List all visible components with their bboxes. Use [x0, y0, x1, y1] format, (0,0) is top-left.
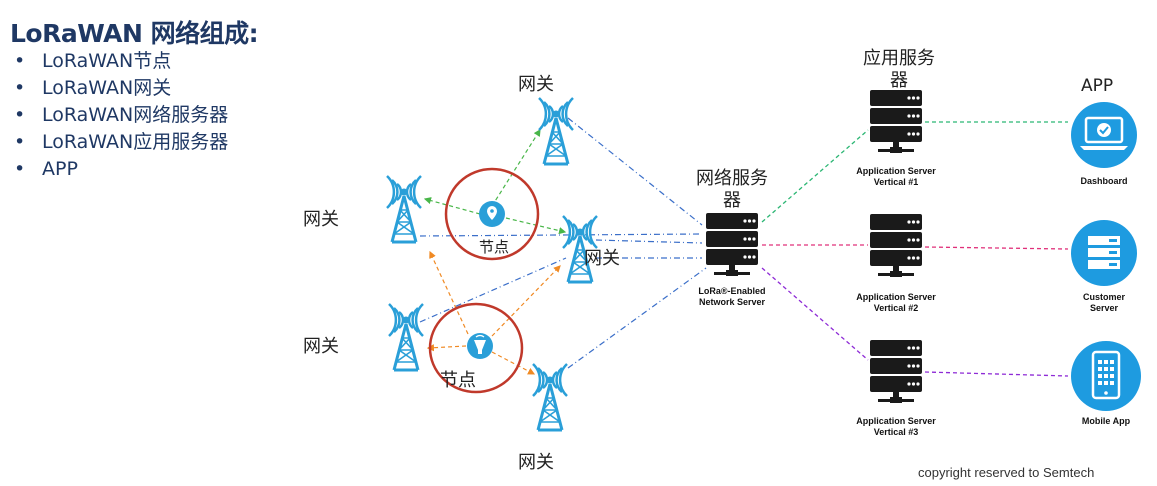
app-server-icon-2 [870, 214, 922, 277]
page-title: LoRaWAN 网络组成: [10, 19, 259, 48]
app-server-caption-2: Application Server Vertical #2 [846, 292, 946, 314]
app-caption-customer-server: Customer Server [1064, 292, 1144, 314]
app-server-caption-line1: Application Server [856, 166, 936, 176]
node-circle-top [444, 167, 540, 261]
network-server-caption-line2: Network Server [698, 297, 766, 307]
app-caption-mobile-app: Mobile App [1064, 416, 1148, 427]
gateway-tower-icon-left-lower [387, 302, 425, 372]
server-app-links [761, 121, 1069, 377]
gateway-tower-icon-bottom [531, 362, 569, 432]
app-server-label: 应用服务器 [863, 48, 935, 91]
gateway-label-left-upper: 网关 [303, 209, 339, 230]
app-server-icon-3 [870, 340, 922, 403]
app-label: APP [1081, 76, 1114, 96]
laptop-check-icon [1071, 102, 1137, 168]
app-server-caption-3: Application Server Vertical #3 [846, 416, 946, 438]
list-item: LoRaWAN节点 [14, 48, 228, 75]
gateway-tower-icon-left-upper [385, 174, 423, 244]
node-circle-bottom [428, 302, 524, 394]
gateway-label-left-lower: 网关 [303, 336, 339, 357]
app-server-caption-line2: Vertical #1 [873, 177, 919, 187]
app-server-caption-1: Application Server Vertical #1 [846, 166, 946, 188]
gateway-tower-icon-top [537, 96, 575, 166]
component-list: LoRaWAN节点 LoRaWAN网关 LoRaWAN网络服务器 LoRaWAN… [14, 48, 228, 183]
app-caption-line2: Server [1089, 303, 1119, 313]
app-server-caption-line1: Application Server [856, 292, 936, 302]
server-icon [1071, 220, 1137, 286]
list-item: LoRaWAN应用服务器 [14, 129, 228, 156]
app-caption-line1: Customer [1082, 292, 1125, 302]
copyright-text: copyright reserved to Semtech [918, 465, 1095, 480]
node-bottom-links [426, 250, 561, 375]
app-caption-line1: Mobile App [1081, 416, 1131, 426]
app-server-caption-line2: Vertical #3 [873, 427, 919, 437]
app-server-caption-line2: Vertical #2 [873, 303, 919, 313]
app-server-icon-1 [870, 90, 922, 153]
network-server-label: 网络服务器 [696, 168, 768, 211]
node-label-top: 节点 [479, 238, 510, 256]
gateway-label-center: 网关 [584, 248, 620, 269]
antenna-icon [467, 333, 493, 359]
app-caption-line1: Dashboard [1080, 176, 1128, 186]
network-server-caption-line1: LoRa®-Enabled [698, 286, 766, 296]
gateway-label-top: 网关 [518, 74, 554, 95]
location-pin-icon [479, 201, 505, 227]
app-caption-dashboard: Dashboard [1064, 176, 1144, 187]
list-item: LoRaWAN网络服务器 [14, 102, 228, 129]
network-server-caption: LoRa®-Enabled Network Server [682, 286, 782, 308]
list-item: APP [14, 156, 228, 183]
node-label-bottom: 节点 [440, 370, 476, 391]
app-server-caption-line1: Application Server [856, 416, 936, 426]
list-item: LoRaWAN网关 [14, 75, 228, 102]
smartphone-icon [1071, 341, 1141, 411]
gateway-label-bottom: 网关 [518, 452, 554, 473]
network-server-icon [706, 213, 758, 276]
gateway-server-links [419, 117, 707, 369]
